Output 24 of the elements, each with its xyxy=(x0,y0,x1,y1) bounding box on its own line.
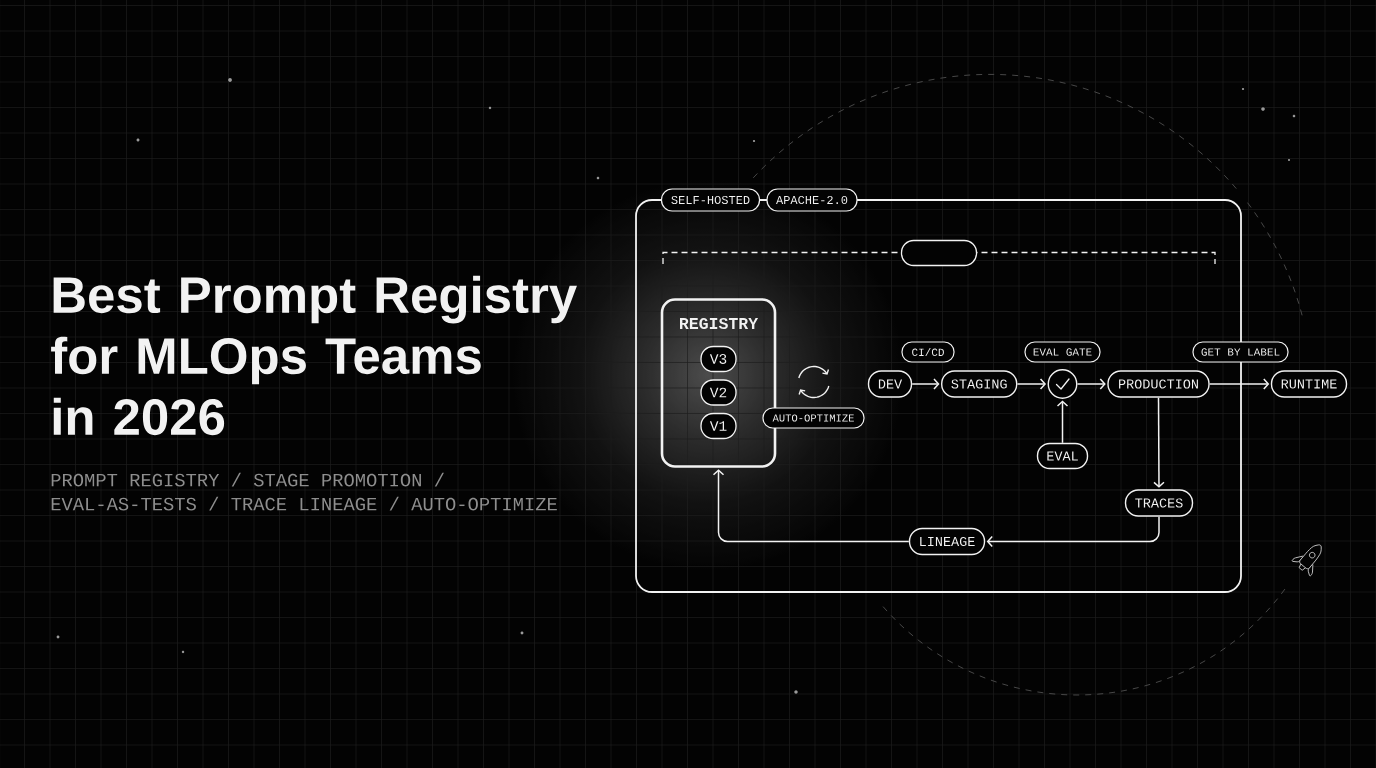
stage-pill: EVAL xyxy=(1036,442,1089,470)
stage-pill: LINEAGE xyxy=(908,527,986,556)
tag-pill: APACHE-2.0 xyxy=(766,188,858,212)
stage-pill: PRODUCTION xyxy=(1107,370,1210,398)
arrow xyxy=(1076,378,1106,390)
subtitle: PROMPT REGISTRY / STAGE PROMOTION / EVAL-AS-TESTS / TRACE LINEAGE / AUTO-OPTIMIZE xyxy=(51,472,557,511)
arrow xyxy=(1056,400,1069,444)
arrow xyxy=(986,515,1160,548)
tag-pill: GET BY LABEL xyxy=(1192,341,1289,363)
stage-pill: RUNTIME xyxy=(1270,370,1348,398)
stage-pill: TRACES xyxy=(1124,489,1194,517)
empty-pill xyxy=(900,239,978,267)
tag-pill: CI/CD xyxy=(901,341,955,363)
title: Best Prompt Registry for MLOps Teams in 2026 xyxy=(51,275,577,436)
arrow xyxy=(1153,396,1165,488)
tag-pill: SELF-HOSTED xyxy=(660,188,761,212)
gate-circle xyxy=(1047,369,1078,399)
arrow xyxy=(1208,378,1270,390)
arrow xyxy=(712,469,910,543)
tag-pill: AUTO-OPTIMIZE xyxy=(762,407,865,429)
arrow xyxy=(911,378,940,390)
arrow xyxy=(1016,378,1047,390)
tag-pill: EVAL GATE xyxy=(1024,341,1101,363)
stage-pill: STAGING xyxy=(941,370,1018,398)
